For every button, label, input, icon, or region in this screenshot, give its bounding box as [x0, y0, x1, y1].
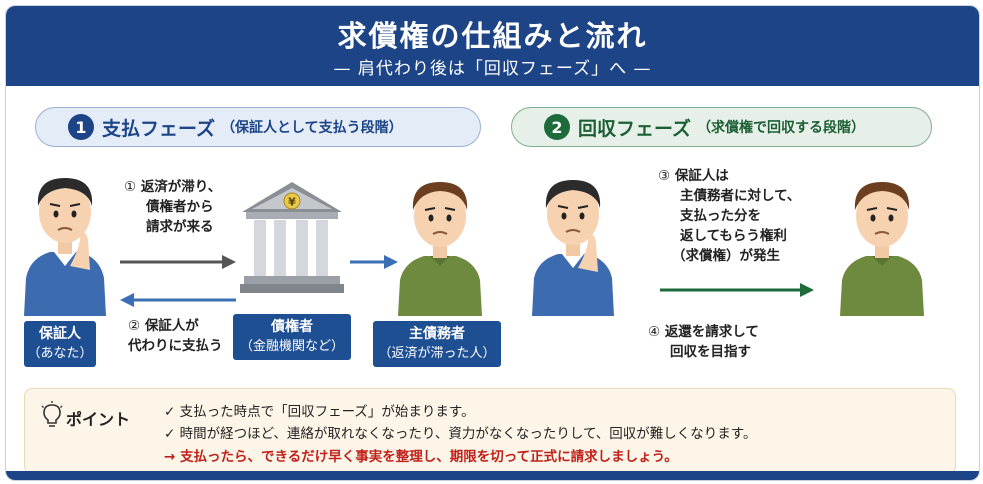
step4-line-2: 回収を目指す: [670, 344, 751, 360]
step1-line-3: 請求が来る: [146, 219, 214, 235]
creditor-name: 債権者: [271, 319, 313, 335]
phase2-subtitle: （求償権で回収する段階）: [697, 120, 866, 136]
step3-text: ③ 保証人は 主債務者に対して、 支払った分を 返してもらう権利 （求償権）が発…: [658, 166, 800, 266]
point-line-1: ✓ 支払った時点で「回収フェーズ」が始まります。: [164, 404, 475, 420]
page-subtitle: — 肩代わり後は「回収フェーズ」へ —: [333, 59, 652, 79]
phase2-number: 2: [544, 114, 570, 140]
step4-text: ④ 返還を請求して 回収を目指す: [648, 322, 759, 362]
step1-line-2: 債権者から: [146, 199, 214, 215]
debtor-person-icon-2: [840, 182, 924, 316]
step2-line-1: 保証人が: [144, 318, 199, 334]
guarantor-sub: （あなた）: [27, 346, 93, 361]
debtor-person-icon: [398, 182, 482, 316]
creditor-sub: （金融機関など）: [239, 339, 344, 354]
point-box: [24, 388, 956, 474]
step3-line-5: （求償権）が発生: [672, 248, 780, 264]
step3-line-3: 支払った分を: [680, 208, 761, 224]
guarantor-person-icon-2: [532, 180, 614, 316]
payment-back-arrow: [120, 293, 236, 307]
point-label: ポイント: [66, 410, 131, 429]
phase2-title: 回収フェーズ: [578, 117, 692, 140]
bottom-stripe: [6, 471, 979, 480]
step3-line-2: 主債務者に対して、: [680, 188, 801, 204]
creditor-label: 債権者 （金融機関など）: [233, 314, 351, 360]
bank-building-icon: ¥: [240, 182, 344, 293]
debtor-label: 主債務者 （返済が滞った人）: [373, 321, 501, 367]
point-line-2: ✓ 時間が経つほど、連絡が取れなくなったり、資力がなくなったりして、回収が難しく…: [164, 426, 757, 442]
point-emphasis: → 支払ったら、できるだけ早く事実を整理し、期限を切って正式に請求しましょう。: [164, 449, 678, 465]
step1-line-1: 返済が滞り、: [140, 179, 222, 195]
step4-number: ④: [648, 324, 661, 340]
step3-line-4: 返してもらう権利: [680, 228, 787, 244]
step1-text: ① 返済が滞り、 債権者から 請求が来る: [124, 177, 221, 237]
guarantor-name: 保証人: [39, 326, 81, 342]
guarantor-person-icon: [24, 178, 106, 316]
step2-number: ②: [128, 318, 141, 334]
phase1-number: 1: [68, 114, 94, 140]
guarantor-label: 保証人 （あなた）: [24, 321, 96, 367]
claim-arrow: [660, 283, 814, 297]
step2-line-2: 代わりに支払う: [128, 338, 223, 354]
step3-number: ③: [658, 168, 671, 184]
phase2-header: 2 回収フェーズ （求償権で回収する段階）: [511, 107, 932, 147]
diagram-frame: 求償権の仕組みと流れ — 肩代わり後は「回収フェーズ」へ — 1 支払フェーズ …: [5, 5, 980, 481]
header-banner: 求償権の仕組みと流れ — 肩代わり後は「回収フェーズ」へ —: [6, 6, 979, 86]
page-title: 求償権の仕組みと流れ: [337, 19, 648, 53]
step3-line-1: 保証人は: [674, 168, 729, 184]
step1-number: ①: [124, 179, 137, 195]
step4-line-1: 返還を請求して: [664, 324, 759, 340]
request-arrow: [120, 255, 236, 269]
phase1-subtitle: （保証人として支払う段階）: [221, 120, 403, 136]
phase1-title: 支払フェーズ: [102, 117, 216, 140]
step2-text: ② 保証人が 代わりに支払う: [128, 316, 223, 356]
debtor-sub: （返済が滞った人）: [378, 346, 496, 361]
lightbulb-icon: [41, 401, 63, 427]
debtor-name: 主債務者: [409, 326, 465, 342]
creditor-to-debtor-arrow: [350, 255, 398, 269]
yen-symbol: ¥: [288, 196, 296, 209]
phase1-header: 1 支払フェーズ （保証人として支払う段階）: [35, 107, 481, 147]
